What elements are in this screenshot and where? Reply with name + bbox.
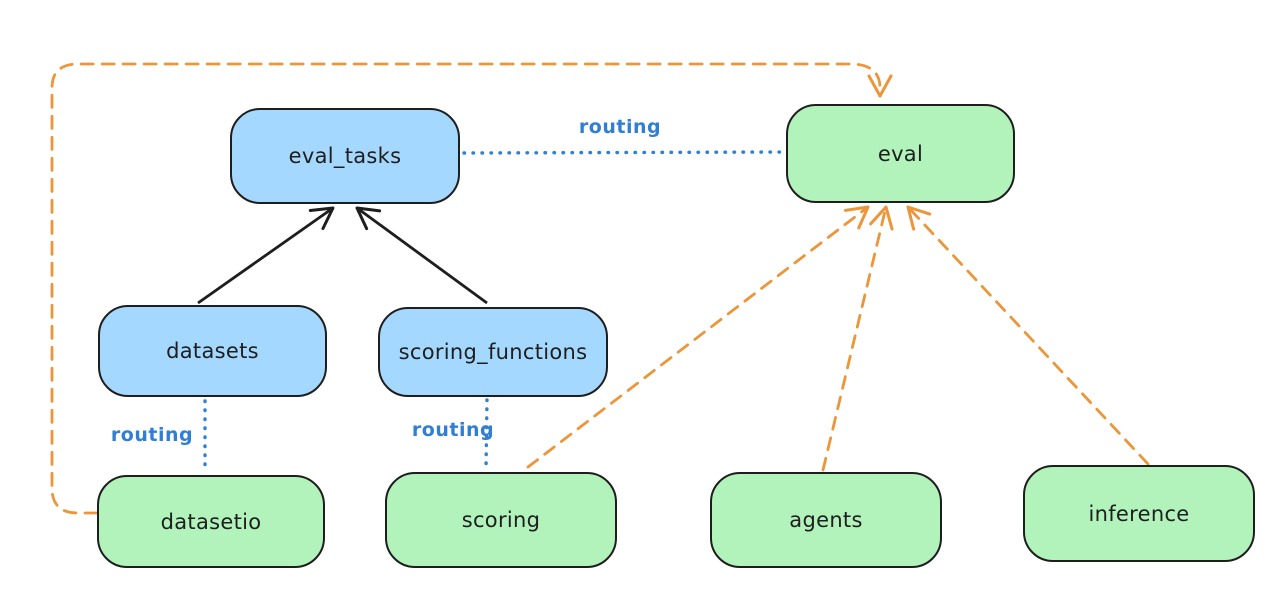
edge-label-routing-datasets-datasetio: routing xyxy=(110,424,194,446)
node-scoring-functions: scoring_functions xyxy=(378,307,608,397)
node-scoring: scoring xyxy=(385,472,617,568)
node-agents-label: agents xyxy=(789,508,863,532)
edge-inference-to-eval xyxy=(906,205,1150,466)
node-scoring-functions-label: scoring_functions xyxy=(398,340,588,364)
node-inference-label: inference xyxy=(1088,501,1190,526)
edge-label-routing-eval-tasks-eval: routing xyxy=(578,116,662,138)
node-eval: eval xyxy=(786,104,1015,203)
edge-scoring-functions-to-eval-tasks xyxy=(355,206,488,305)
node-datasetio: datasetio xyxy=(97,475,325,568)
node-scoring-label: scoring xyxy=(461,508,541,532)
node-inference: inference xyxy=(1023,465,1255,562)
node-datasets: datasets xyxy=(98,305,327,397)
edge-datasets-to-eval-tasks xyxy=(197,206,335,305)
edge-scoring-to-eval xyxy=(526,205,870,469)
node-datasets-label: datasets xyxy=(166,339,259,363)
node-datasetio-label: datasetio xyxy=(160,509,262,534)
node-agents: agents xyxy=(710,472,942,568)
edge-label-routing-scoring-functions-scoring: routing xyxy=(411,419,495,441)
node-eval-tasks: eval_tasks xyxy=(230,108,460,204)
edge-scoring-functions-to-scoring xyxy=(484,398,489,472)
node-eval-tasks-label: eval_tasks xyxy=(288,144,402,168)
edge-eval-tasks-to-eval xyxy=(462,150,786,155)
edge-agents-to-eval xyxy=(821,205,894,472)
node-eval-label: eval xyxy=(877,141,924,166)
